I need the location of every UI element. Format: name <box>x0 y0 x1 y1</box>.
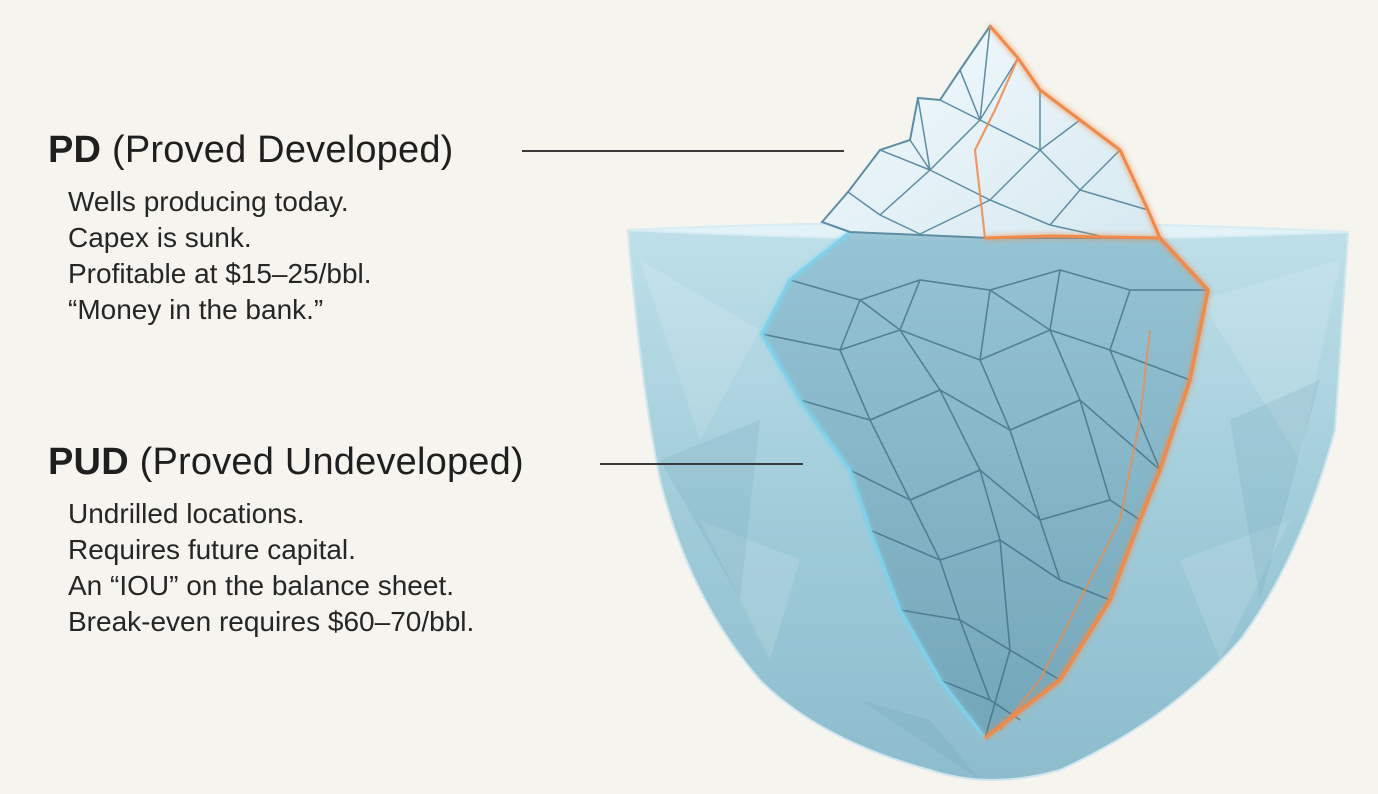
pud-full-name: (Proved Undeveloped) <box>140 441 524 483</box>
pud-line: Undrilled locations. <box>68 496 524 532</box>
pud-line: Requires future capital. <box>68 532 524 568</box>
pd-heading: PD (Proved Developed) <box>48 126 454 174</box>
pd-line: Capex is sunk. <box>68 220 454 256</box>
pd-line: “Money in the bank.” <box>68 292 454 328</box>
pud-abbr: PUD <box>48 441 129 483</box>
pd-label-block: PD (Proved Developed) Wells producing to… <box>48 126 454 328</box>
pd-abbr: PD <box>48 129 101 171</box>
pud-label-block: PUD (Proved Undeveloped) Undrilled locat… <box>48 438 524 640</box>
pud-line: Break-even requires $60–70/bbl. <box>68 604 524 640</box>
pd-description: Wells producing today. Capex is sunk. Pr… <box>68 184 454 328</box>
pd-leader-line <box>522 150 844 152</box>
pud-description: Undrilled locations. Requires future cap… <box>68 496 524 640</box>
pud-leader-line <box>600 463 803 465</box>
pd-line: Profitable at $15–25/bbl. <box>68 256 454 292</box>
pud-line: An “IOU” on the balance sheet. <box>68 568 524 604</box>
pd-line: Wells producing today. <box>68 184 454 220</box>
pud-heading: PUD (Proved Undeveloped) <box>48 438 524 486</box>
iceberg-tip <box>822 26 1160 238</box>
pd-full-name: (Proved Developed) <box>112 129 454 171</box>
